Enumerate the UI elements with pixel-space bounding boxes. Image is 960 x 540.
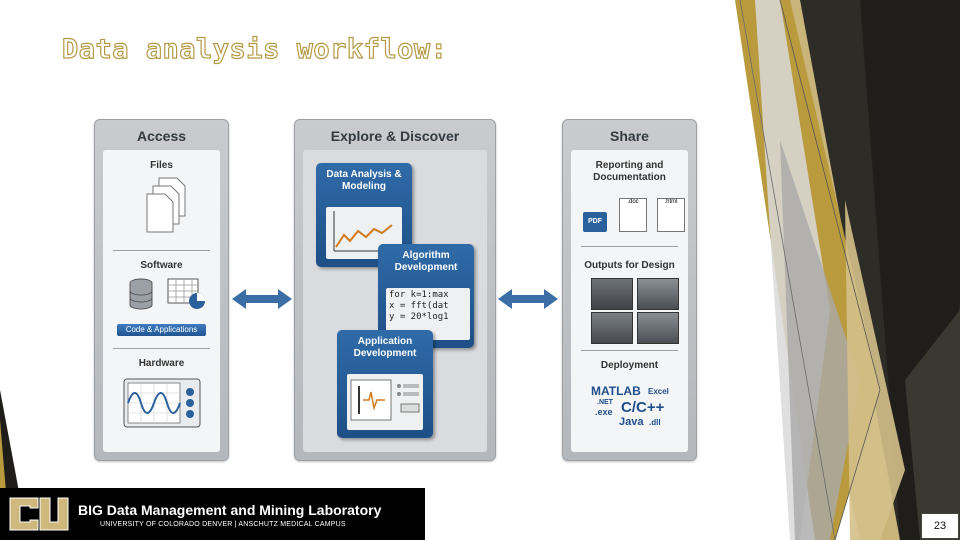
university-name: UNIVERSITY OF COLORADO DENVER | ANSCHUTZ… xyxy=(100,521,346,528)
net-label: .NET xyxy=(597,399,613,406)
car-icon xyxy=(591,278,633,310)
database-icon xyxy=(129,278,153,310)
phone-icon xyxy=(591,312,633,344)
dll-label: .dll xyxy=(649,418,661,427)
doc-icon: .doc xyxy=(619,198,647,232)
access-title: Access xyxy=(136,128,187,144)
share-title: Share xyxy=(610,128,649,144)
html-icon: .html xyxy=(657,198,685,232)
code-applications-tag: Code & Applications xyxy=(117,324,206,336)
excel-label: Excel xyxy=(648,387,669,396)
code-line-2: x = fft(dat xyxy=(389,301,449,311)
slide-title: Data analysis workflow: xyxy=(61,33,448,65)
software-label: Software xyxy=(140,260,183,271)
files-label: Files xyxy=(150,160,173,171)
exe-label: .exe xyxy=(595,407,613,417)
code-line-3: y = 20*log1 xyxy=(389,312,449,322)
code-line-1: for k=1:max xyxy=(389,290,449,300)
deployment-label: Deployment xyxy=(600,360,659,371)
data-analysis-label: Data Analysis & Modeling xyxy=(326,169,402,192)
plane-icon xyxy=(637,312,679,344)
access-panel: Access Files Software xyxy=(94,119,229,461)
application-box: Application Development xyxy=(337,330,433,438)
spreadsheet-icon xyxy=(167,278,205,309)
pdf-icon: PDF xyxy=(583,212,607,232)
double-arrow-icon xyxy=(232,289,292,309)
outputs-label: Outputs for Design xyxy=(584,260,675,271)
app-preview xyxy=(347,374,423,430)
matlab-label: MATLAB xyxy=(591,384,641,398)
oscilloscope-icon xyxy=(123,378,201,428)
page-number: 23 xyxy=(921,513,959,539)
app-window-icon xyxy=(350,379,420,421)
access-inner: Files Software Code & xyxy=(103,150,220,452)
files-icon xyxy=(146,177,186,233)
cu-logo-icon xyxy=(9,497,69,531)
lab-name: BIG Data Management and Mining Laborator… xyxy=(78,502,382,518)
double-arrow-icon xyxy=(498,289,558,309)
java-label: Java xyxy=(619,416,644,428)
application-label: Application Development xyxy=(353,336,417,359)
share-inner: Reporting and Documentation PDF .doc .ht… xyxy=(571,150,688,452)
cu-logo-banner: BIG Data Management and Mining Laborator… xyxy=(0,488,425,540)
hardware-label: Hardware xyxy=(138,358,185,369)
explore-title: Explore & Discover xyxy=(330,128,460,144)
algorithm-label: Algorithm Development xyxy=(394,250,458,273)
cpp-label: C/C++ xyxy=(621,399,665,416)
share-panel: Share Reporting and Documentation PDF .d… xyxy=(562,119,697,461)
turbine-icon xyxy=(637,278,679,310)
reporting-label: Reporting and Documentation xyxy=(593,160,666,183)
